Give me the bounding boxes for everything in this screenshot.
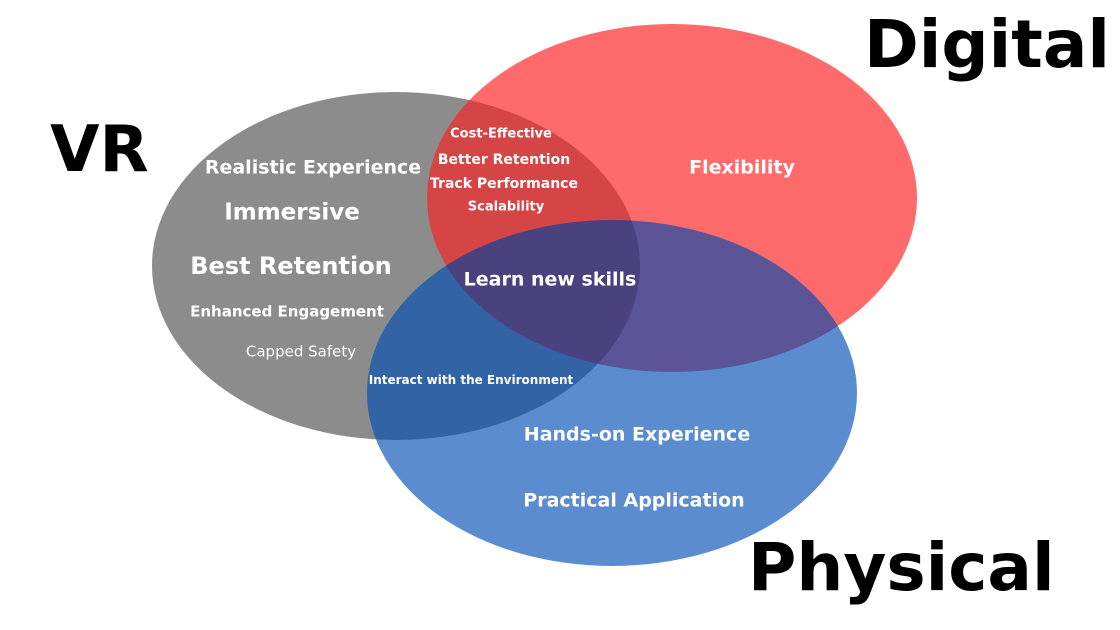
vr-item-realistic-experience: Realistic Experience <box>204 156 422 179</box>
vr-title: VR <box>50 113 149 187</box>
all-item-learn-new-skills: Learn new skills <box>463 268 637 291</box>
physical-item-hands-on: Hands-on Experience <box>523 423 751 446</box>
vr-item-capped-safety: Capped Safety <box>245 342 357 361</box>
physical-title: Physical <box>748 529 1055 606</box>
vr-item-best-retention: Best Retention <box>190 252 392 280</box>
vr-digital-item-scalability: Scalability <box>467 199 545 215</box>
digital-title: Digital <box>864 6 1110 83</box>
vr-physical-item-interact: Interact with the Environment <box>368 373 574 387</box>
triple-overlap <box>427 220 640 372</box>
vr-item-enhanced-engagement: Enhanced Engagement <box>190 302 384 321</box>
digital-item-flexibility: Flexibility <box>689 156 795 179</box>
vr-digital-item-cost-effective: Cost-Effective <box>450 126 552 142</box>
vr-digital-item-track-performance: Track Performance <box>430 176 578 192</box>
vr-digital-item-better-retention: Better Retention <box>437 152 571 168</box>
physical-item-practical: Practical Application <box>523 489 745 512</box>
vr-item-immersive: Immersive <box>224 199 360 226</box>
